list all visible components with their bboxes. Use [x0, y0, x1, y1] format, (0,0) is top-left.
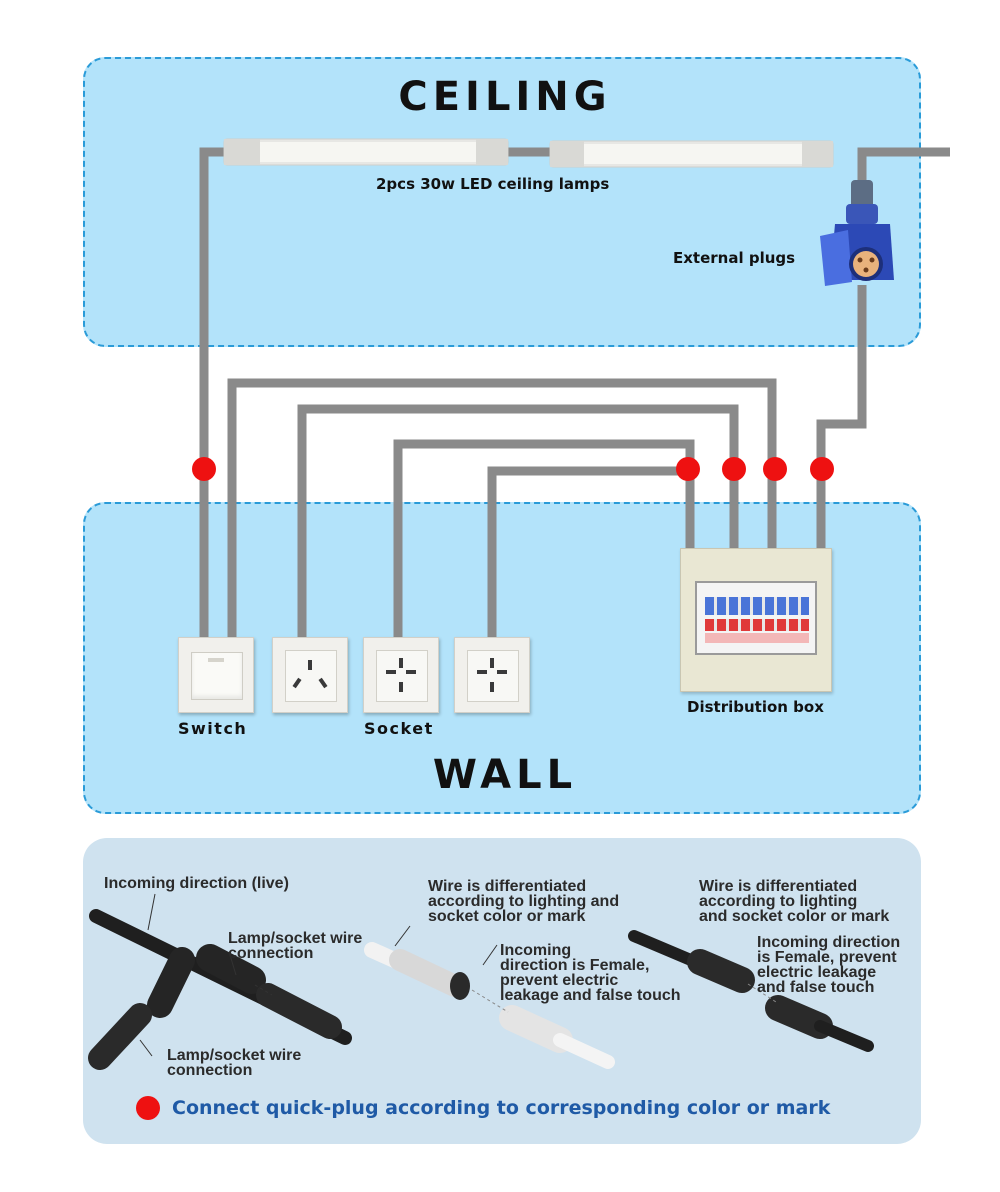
legend-text: Connect quick-plug according to correspo…: [172, 1097, 831, 1119]
lamps-label: 2pcs 30w LED ceiling lamps: [376, 175, 610, 193]
connector-dot: [810, 457, 834, 481]
t-connector-icon: [88, 909, 352, 1070]
distribution-box-label: Distribution box: [687, 698, 824, 716]
wire-plug-to-external: [857, 147, 950, 185]
note-wire-differentiated-1: Wire is differentiated according to ligh…: [428, 878, 620, 925]
wall-socket-icon: [363, 637, 439, 713]
wall-socket-icon: [454, 637, 530, 713]
legend-panel: [83, 838, 921, 1144]
connector-dot: [763, 457, 787, 481]
connector-dot: [676, 457, 700, 481]
note-lamp-socket-bottom: Lamp/socket wire connection: [167, 1047, 302, 1079]
wall-switch-icon: [178, 637, 254, 713]
led-lamp: [223, 138, 509, 166]
black-connector-icon: [628, 930, 874, 1052]
ceiling-zone: [83, 57, 921, 347]
connector-dot: [722, 457, 746, 481]
wire-plug-to-box: [816, 285, 867, 548]
note-incoming-female-1: Incoming direction is Female, prevent el…: [500, 942, 681, 1004]
switch-label: Switch: [178, 719, 248, 738]
external-plugs-label: External plugs: [673, 249, 796, 267]
distribution-box: [680, 548, 832, 692]
wire-socket2-to-box: [393, 439, 695, 640]
ceiling-title: CEILING: [398, 74, 612, 120]
led-lamp: [549, 140, 834, 168]
legend-marker: [136, 1096, 160, 1120]
wall-title: WALL: [432, 752, 578, 798]
wall-socket-icon: [272, 637, 348, 713]
blue-industrial-plug-icon: [820, 180, 894, 286]
connector-dot: [192, 457, 216, 481]
wire-socket3-to-box: [487, 466, 690, 640]
white-connector-icon: [364, 925, 615, 1069]
note-wire-differentiated-2: Wire is differentiated according to ligh…: [699, 878, 890, 925]
note-incoming-female-2: Incoming direction is Female, prevent el…: [757, 934, 901, 996]
breaker-panel-icon: [695, 581, 817, 655]
socket-label: Socket: [364, 719, 434, 738]
note-incoming-live: Incoming direction (live): [104, 875, 289, 892]
note-lamp-socket-top: Lamp/socket wire connection: [228, 930, 363, 962]
